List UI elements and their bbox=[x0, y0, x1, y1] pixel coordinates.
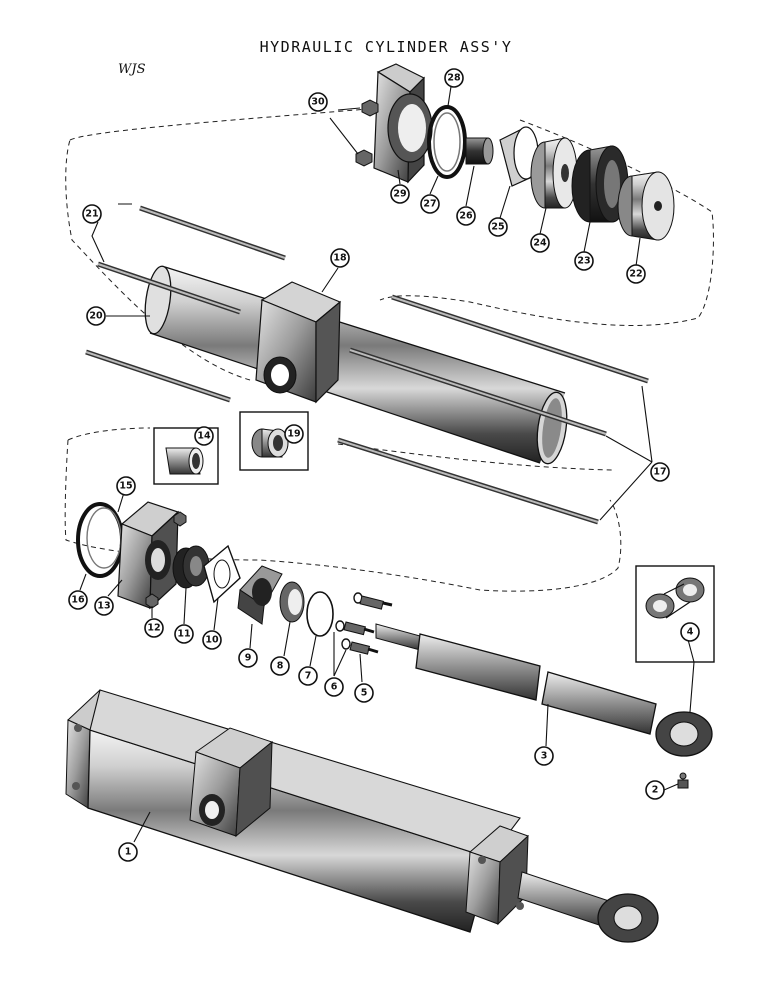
lock-washers bbox=[335, 592, 363, 650]
svg-text:27: 27 bbox=[423, 199, 436, 210]
rod-end-bushing-inset-frame bbox=[635, 565, 715, 663]
cap-end-head bbox=[373, 63, 433, 184]
trunnion-bushing bbox=[251, 428, 289, 458]
piston bbox=[530, 137, 578, 209]
svg-text:11: 11 bbox=[177, 629, 190, 640]
svg-text:21: 21 bbox=[85, 209, 98, 220]
svg-text:20: 20 bbox=[89, 311, 103, 322]
callout-15: 15 bbox=[116, 476, 136, 496]
callout-10: 10 bbox=[202, 630, 222, 650]
callout-19: 19 bbox=[284, 424, 304, 444]
callout-24: 24 bbox=[530, 233, 550, 253]
o-ring-15 bbox=[86, 507, 122, 569]
svg-text:19: 19 bbox=[287, 429, 300, 440]
bushing bbox=[165, 447, 204, 475]
callout-18: 18 bbox=[330, 248, 350, 268]
callout-29: 29 bbox=[390, 184, 410, 204]
callout-23: 23 bbox=[574, 251, 594, 271]
wiper bbox=[279, 581, 305, 623]
svg-text:24: 24 bbox=[533, 238, 547, 249]
center-trunnion bbox=[255, 281, 342, 404]
callout-9: 9 bbox=[238, 648, 258, 668]
svg-text:23: 23 bbox=[577, 256, 590, 267]
callout-1: 1 bbox=[118, 842, 138, 862]
cap-screws bbox=[343, 595, 393, 655]
callout-12: 12 bbox=[144, 618, 164, 638]
rod-seal bbox=[172, 545, 210, 589]
piston-rod bbox=[375, 623, 713, 757]
head-group-outline bbox=[64, 427, 622, 592]
callout-5: 5 bbox=[354, 683, 374, 703]
svg-text:25: 25 bbox=[491, 222, 504, 233]
svg-text:13: 13 bbox=[97, 601, 110, 612]
barrel bbox=[144, 265, 568, 465]
svg-text:29: 29 bbox=[393, 189, 406, 200]
callout-30: 30 bbox=[308, 92, 328, 112]
callout-25: 25 bbox=[488, 217, 508, 237]
svg-text:18: 18 bbox=[333, 253, 347, 264]
drafter-initials: WJS bbox=[118, 62, 146, 77]
callout-20: 20 bbox=[86, 306, 106, 326]
nut-bottom bbox=[145, 593, 159, 609]
diagram-title: HYDRAULIC CYLINDER ASS'Y bbox=[259, 38, 513, 56]
svg-text:9: 9 bbox=[245, 653, 252, 664]
svg-text:12: 12 bbox=[147, 623, 160, 634]
svg-text:14: 14 bbox=[197, 431, 211, 442]
gasket bbox=[203, 544, 241, 604]
callout-6: 6 bbox=[324, 677, 344, 697]
rod-end-head bbox=[117, 501, 180, 610]
svg-text:16: 16 bbox=[71, 595, 85, 606]
nuts bbox=[355, 99, 379, 167]
callout-16: 16 bbox=[68, 590, 88, 610]
svg-text:2: 2 bbox=[652, 785, 659, 796]
piston-ring bbox=[499, 126, 539, 187]
piston-nut bbox=[617, 171, 675, 241]
svg-text:1: 1 bbox=[125, 847, 132, 858]
callout-27: 27 bbox=[420, 194, 440, 214]
svg-text:8: 8 bbox=[277, 661, 284, 672]
callout-3: 3 bbox=[534, 746, 554, 766]
callout-21: 21 bbox=[82, 204, 102, 224]
nut-top bbox=[173, 511, 187, 527]
svg-text:28: 28 bbox=[447, 73, 461, 84]
rod-end-bushing bbox=[645, 577, 705, 619]
callout-2: 2 bbox=[645, 780, 665, 800]
leader-lines bbox=[79, 79, 695, 843]
callout-22: 22 bbox=[626, 264, 646, 284]
svg-text:17: 17 bbox=[653, 467, 666, 478]
svg-text:7: 7 bbox=[305, 671, 312, 682]
svg-text:26: 26 bbox=[459, 211, 473, 222]
callout-28: 28 bbox=[444, 68, 464, 88]
callout-7: 7 bbox=[298, 666, 318, 686]
svg-text:5: 5 bbox=[361, 688, 368, 699]
grease-fitting bbox=[677, 772, 689, 789]
callout-14: 14 bbox=[194, 426, 214, 446]
callout-4: 4 bbox=[680, 622, 700, 642]
callout-26: 26 bbox=[456, 206, 476, 226]
svg-text:15: 15 bbox=[119, 481, 132, 492]
svg-text:3: 3 bbox=[541, 751, 548, 762]
callout-13: 13 bbox=[94, 596, 114, 616]
cylinder-assembly bbox=[65, 689, 659, 943]
svg-text:4: 4 bbox=[687, 627, 694, 638]
callout-11: 11 bbox=[174, 624, 194, 644]
svg-text:22: 22 bbox=[629, 269, 642, 280]
gland-retainer bbox=[237, 565, 283, 625]
snap-ring bbox=[306, 591, 334, 637]
tie-rods bbox=[85, 205, 649, 525]
callout-8: 8 bbox=[270, 656, 290, 676]
svg-text:30: 30 bbox=[311, 97, 325, 108]
spacer bbox=[465, 137, 494, 165]
callout-17: 17 bbox=[650, 462, 670, 482]
svg-text:6: 6 bbox=[331, 682, 338, 693]
svg-text:10: 10 bbox=[205, 635, 219, 646]
o-ring-27 bbox=[427, 105, 467, 179]
